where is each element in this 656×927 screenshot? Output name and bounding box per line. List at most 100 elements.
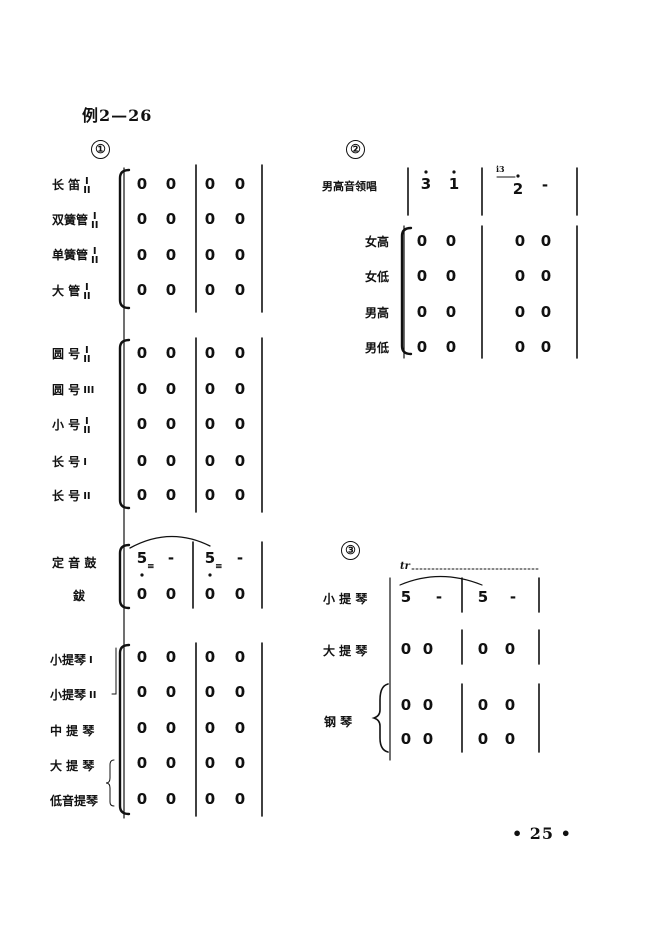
rest-digit: 0 [204, 486, 216, 504]
rest-digit: 0 [204, 790, 216, 808]
double-bass-label: 低音提琴 [50, 794, 99, 808]
choir-rest-digit: 0 [514, 267, 526, 285]
rest-digit: 0 [234, 719, 246, 737]
tenor-label: 男高 [365, 306, 390, 320]
rest-digit: 0 [165, 281, 177, 299]
rest-digit: 0 [204, 344, 216, 362]
bass-label: 男低 [365, 341, 390, 355]
choir-rest-digit: 0 [445, 338, 457, 356]
rest-digit: 0 [204, 380, 216, 398]
rest-digit: 0 [165, 683, 177, 701]
choir-rest-digit: 0 [540, 338, 552, 356]
rest-digit: 0 [165, 344, 177, 362]
rest-digit: 0 [165, 175, 177, 193]
rest-digit: 0 [136, 415, 148, 433]
piano-lh-rest-3: 0 [477, 730, 489, 748]
rest-digit: 0 [136, 175, 148, 193]
piano-rh-rest-3: 0 [477, 696, 489, 714]
rest-digit: 0 [204, 648, 216, 666]
rest-digit: 0 [234, 790, 246, 808]
solo-note-1: 1 [448, 175, 460, 193]
rest-digit: 0 [165, 486, 177, 504]
rest-digit: 0 [165, 246, 177, 264]
violin-label: 小 提 琴 [323, 592, 368, 606]
piano-lh-rest-4: 0 [504, 730, 516, 748]
rest-digit: 0 [136, 281, 148, 299]
page-number: • 25 • [512, 824, 572, 843]
rest-digit: 0 [165, 754, 177, 772]
rest-digit: 0 [165, 719, 177, 737]
violin-hold-m2: - [509, 588, 517, 606]
choir-rest-digit: 0 [416, 267, 428, 285]
rest-digit: 0 [165, 210, 177, 228]
solo-note-3: 3 [420, 175, 432, 193]
section-2-marker: ② [346, 140, 365, 159]
choir-rest-digit: 0 [445, 232, 457, 250]
rest-digit: 0 [234, 648, 246, 666]
choir-rest-digit: 0 [514, 232, 526, 250]
viola-label: 中 提 琴 [50, 724, 95, 738]
choir-rest-digit: 0 [416, 303, 428, 321]
solo-hold: - [541, 176, 549, 194]
rest-digit: 0 [204, 754, 216, 772]
cymbal-rest-1: 0 [136, 585, 148, 603]
rest-digit: 0 [204, 683, 216, 701]
rest-digit: 0 [136, 648, 148, 666]
piano-lh-rest-2: 0 [422, 730, 434, 748]
rest-digit: 0 [234, 210, 246, 228]
rest-digit: 0 [204, 719, 216, 737]
timpani-hold-m1: - [167, 549, 175, 567]
piano-lh-rest-1: 0 [400, 730, 412, 748]
rest-digit: 0 [234, 415, 246, 433]
rest-digit: 0 [234, 246, 246, 264]
cymbal-label: 鈸 [73, 589, 86, 603]
violin-note-m1: 5 [400, 588, 412, 606]
cello-label: 大 提 琴 [50, 759, 95, 773]
soprano-label: 女高 [365, 235, 390, 249]
piano-rh-rest-2: 0 [422, 696, 434, 714]
violin-hold-m1: - [435, 588, 443, 606]
choir-rest-digit: 0 [445, 267, 457, 285]
rest-digit: 0 [204, 415, 216, 433]
rest-digit: 0 [234, 175, 246, 193]
rest-digit: 0 [234, 281, 246, 299]
rest-digit: 0 [136, 683, 148, 701]
rest-digit: 0 [234, 380, 246, 398]
rest-digit: 0 [204, 175, 216, 193]
grace-notes: i3 [496, 164, 505, 174]
rest-digit: 0 [165, 452, 177, 470]
cymbal-rest-2: 0 [165, 585, 177, 603]
rest-digit: 0 [136, 790, 148, 808]
example-title: 例2—26 [82, 106, 153, 125]
cello-rest-4: 0 [504, 640, 516, 658]
tenor-solo-label: 男高音领唱 [322, 180, 377, 193]
cello-rest-2: 0 [422, 640, 434, 658]
solo-note-2: 2 [512, 180, 524, 198]
rest-digit: 0 [204, 281, 216, 299]
trill-mark: tr [400, 561, 410, 572]
violin-note-m2: 5 [477, 588, 489, 606]
rest-digit: 0 [204, 452, 216, 470]
cello-rest-3: 0 [477, 640, 489, 658]
piano-rh-rest-4: 0 [504, 696, 516, 714]
choir-rest-digit: 0 [514, 338, 526, 356]
rest-digit: 0 [165, 415, 177, 433]
cymbal-rest-4: 0 [234, 585, 246, 603]
rest-digit: 0 [234, 754, 246, 772]
piano-rh-rest-1: 0 [400, 696, 412, 714]
section-1-marker: ① [91, 140, 110, 159]
choir-rest-digit: 0 [445, 303, 457, 321]
cymbal-rest-3: 0 [204, 585, 216, 603]
rest-digit: 0 [136, 486, 148, 504]
